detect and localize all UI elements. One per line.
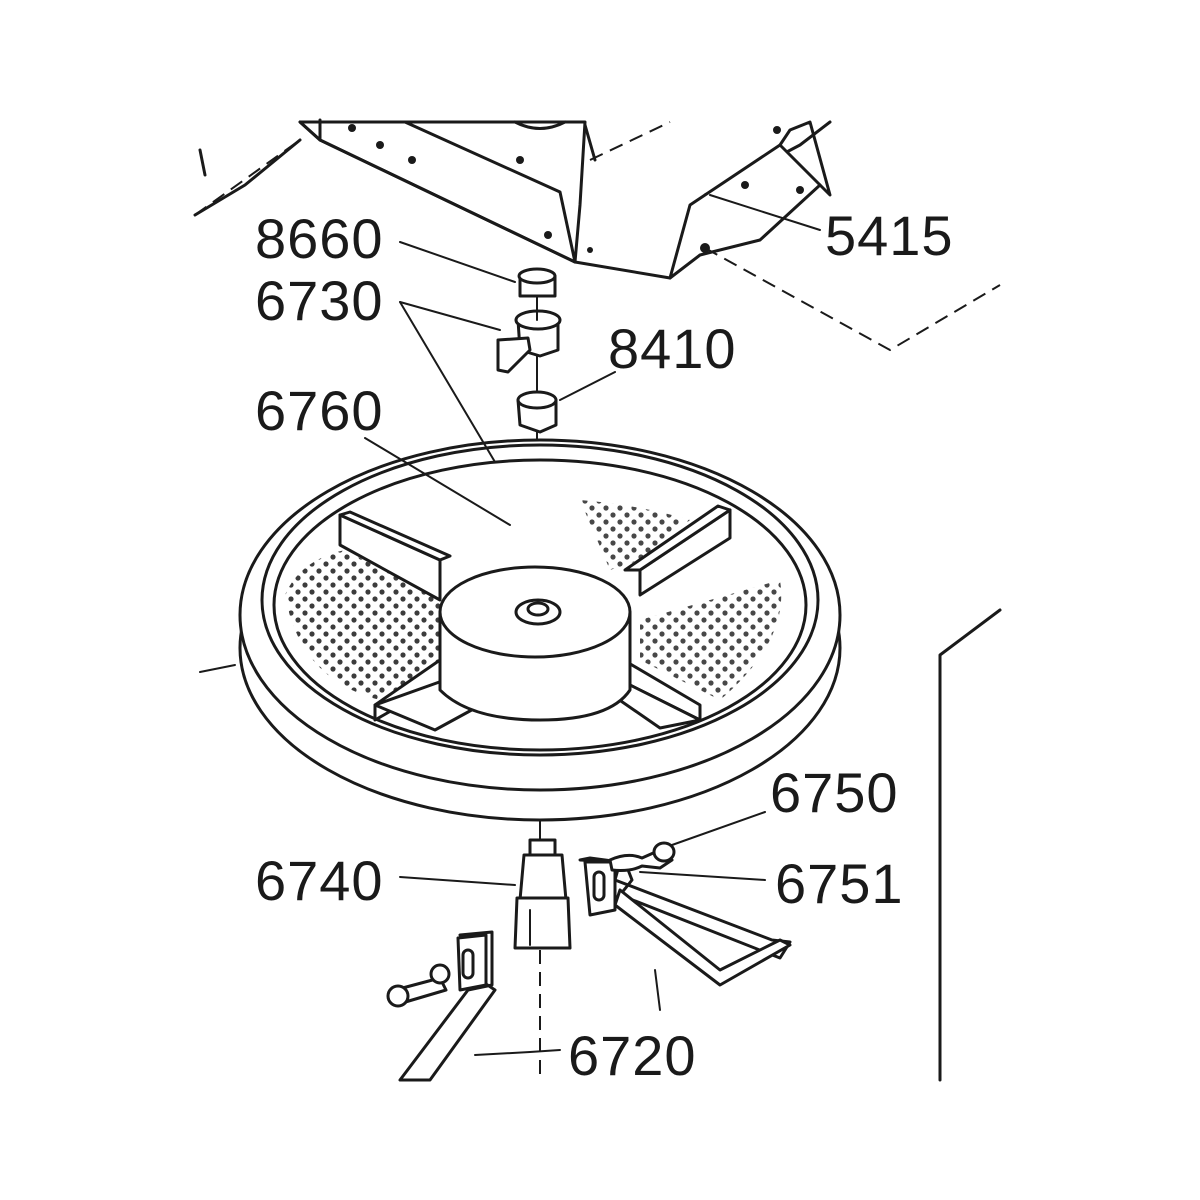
spreader-disc — [238, 438, 842, 822]
leader-lines — [364, 194, 821, 1056]
label-6740: 6740 — [255, 849, 384, 912]
part-6720-bracket — [386, 930, 497, 1082]
part-8410-bushing — [516, 390, 558, 434]
frame-bracket — [193, 118, 1001, 352]
label-8660: 8660 — [255, 207, 384, 270]
label-8410: 8410 — [608, 317, 737, 380]
side-frame — [938, 608, 1002, 1082]
label-6730: 6730 — [255, 269, 384, 332]
label-6751: 6751 — [775, 852, 904, 915]
part-6751-bracket — [578, 841, 792, 987]
part-8660-nut — [517, 267, 557, 298]
part-6730-upper — [496, 309, 562, 374]
label-6720: 6720 — [568, 1024, 697, 1087]
label-5415: 5415 — [825, 204, 954, 267]
label-6750: 6750 — [770, 761, 899, 824]
part-6740-spindle — [513, 819, 572, 1080]
label-6760: 6760 — [255, 379, 384, 442]
part-labels: 8660 6730 8410 6760 5415 6750 6740 6751 … — [255, 204, 954, 1087]
